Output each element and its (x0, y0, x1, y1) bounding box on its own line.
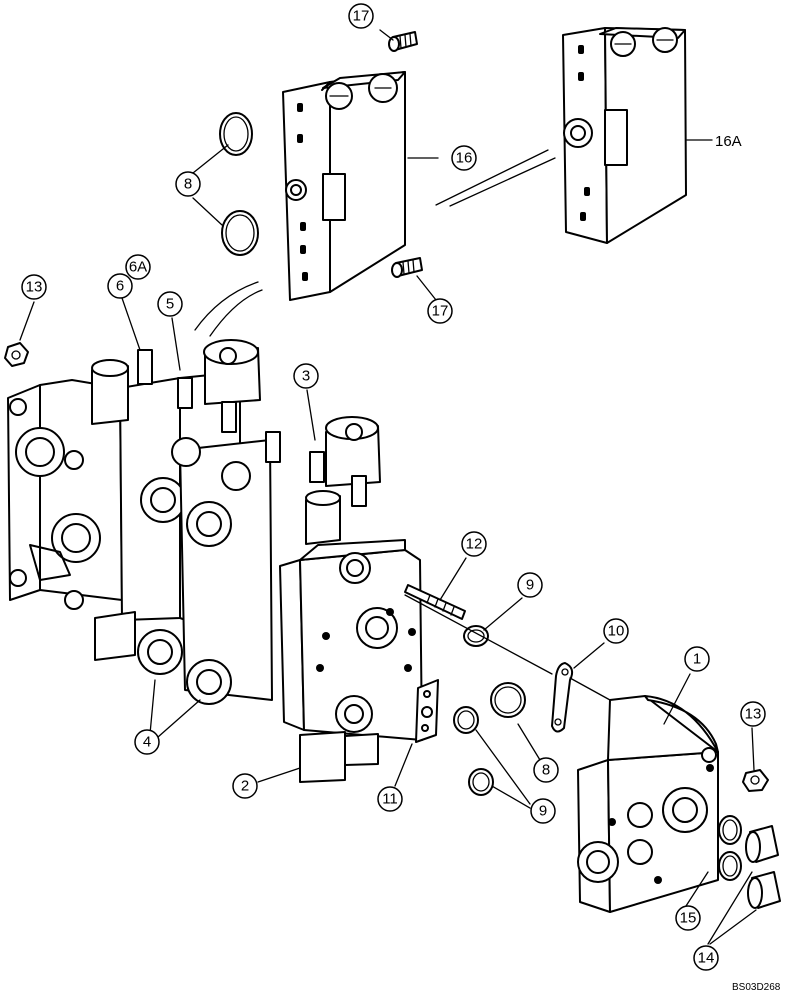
callout-5: 5 (157, 291, 183, 317)
callout-11: 11 (377, 786, 403, 812)
callout-3: 3 (293, 363, 319, 389)
svg-text:5: 5 (166, 296, 174, 313)
gasket-11 (415, 679, 439, 743)
callout-2: 2 (232, 773, 258, 799)
leader-lines (19, 29, 757, 945)
svg-text:9: 9 (526, 577, 534, 594)
callout-14: 14 (693, 945, 719, 971)
nut-13-right (742, 769, 769, 792)
o-ring-8-top (219, 112, 259, 256)
callout-9-top: 9 (517, 572, 543, 598)
svg-text:6: 6 (116, 278, 124, 295)
callout-6a: 6A (125, 254, 151, 280)
svg-text:16: 16 (456, 150, 473, 167)
svg-text:17: 17 (353, 8, 370, 25)
plunger-section-16a (562, 27, 687, 244)
svg-text:11: 11 (382, 791, 398, 808)
svg-text:8: 8 (542, 762, 550, 779)
callout-13-left: 13 (21, 274, 47, 300)
svg-text:3: 3 (302, 368, 310, 385)
callout-17-top: 17 (348, 3, 374, 29)
callout-13-right: 13 (740, 701, 766, 727)
svg-text:8: 8 (184, 176, 192, 193)
svg-text:13: 13 (26, 279, 43, 296)
svg-text:17: 17 (432, 303, 449, 320)
callout-8-top: 8 (175, 171, 201, 197)
svg-text:2: 2 (241, 778, 249, 795)
svg-text:6A: 6A (129, 259, 147, 276)
control-valve-body (7, 339, 423, 783)
svg-text:9: 9 (539, 803, 547, 820)
callout-10: 10 (603, 618, 629, 644)
callout-9-bottom: 9 (530, 798, 556, 824)
plate-10 (551, 662, 574, 733)
callout-15: 15 (675, 905, 701, 931)
callout-12: 12 (461, 531, 487, 557)
plunger-section-16 (282, 71, 406, 301)
fitting-17-top (388, 31, 418, 52)
stud-12 (404, 584, 466, 620)
svg-text:15: 15 (680, 910, 697, 927)
callout-6: 6 (107, 273, 133, 299)
svg-text:14: 14 (698, 950, 715, 967)
end-cover-1 (577, 695, 719, 913)
o-rings-9-8-middle (453, 625, 526, 796)
drawing-code: BS03D268 (732, 982, 781, 993)
fitting-17-bottom (391, 257, 423, 278)
nut-13-left (4, 342, 29, 367)
callout-8-bottom: 8 (533, 757, 559, 783)
callout-17-bottom: 17 (427, 298, 453, 324)
svg-text:16A: 16A (715, 133, 742, 150)
svg-text:1: 1 (693, 651, 701, 668)
plugs-14-o-rings-15 (718, 815, 781, 909)
svg-text:13: 13 (745, 706, 762, 723)
svg-text:4: 4 (143, 734, 151, 751)
svg-text:10: 10 (608, 623, 625, 640)
callout-16: 16 (451, 145, 477, 171)
callout-4: 4 (134, 729, 160, 755)
svg-text:12: 12 (466, 536, 483, 553)
callout-1: 1 (684, 646, 710, 672)
label-16a: 16A (715, 133, 742, 150)
